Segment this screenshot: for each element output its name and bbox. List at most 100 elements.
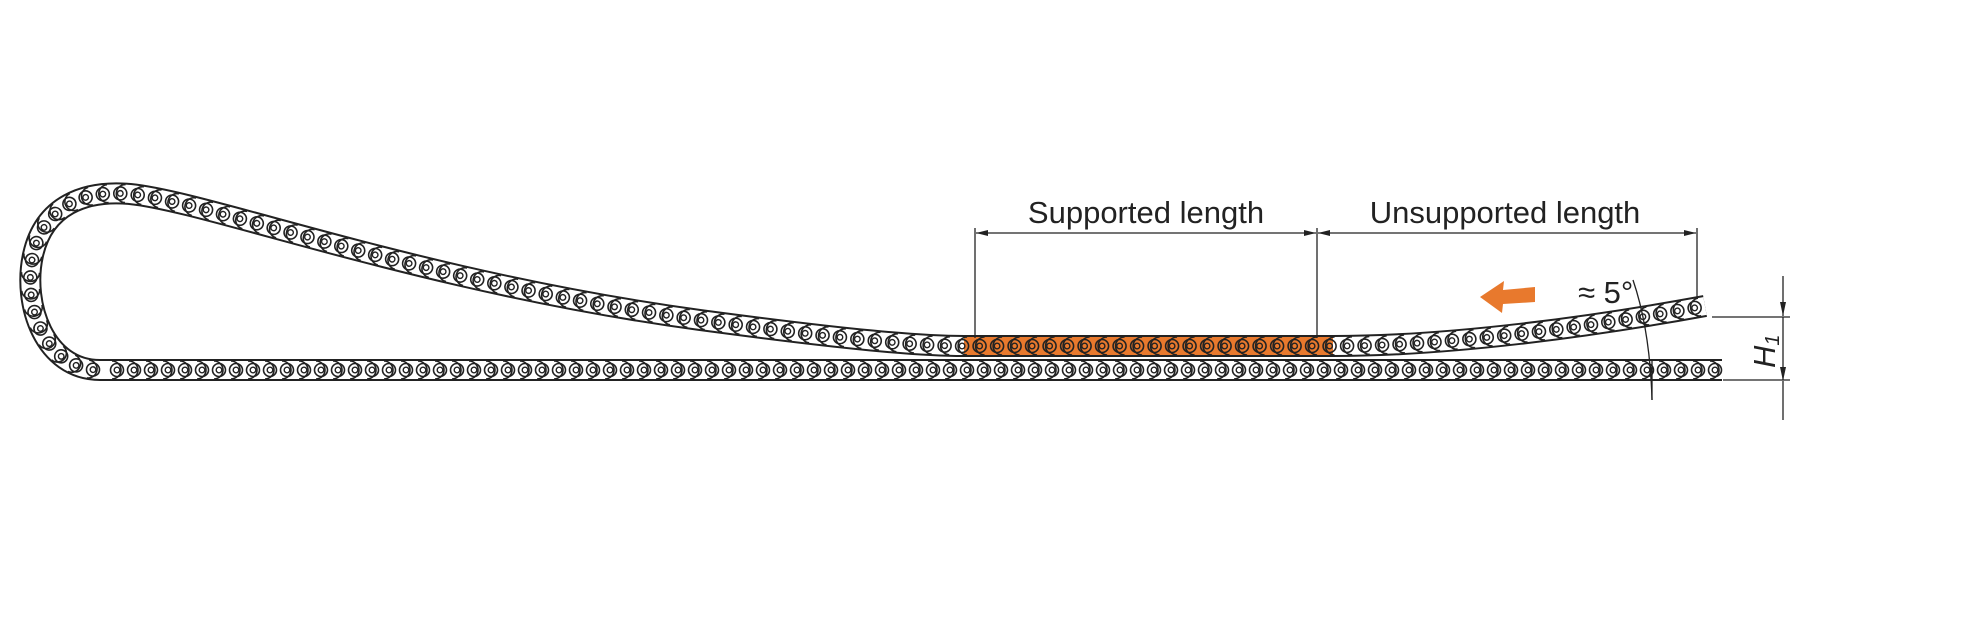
chain-link: [147, 189, 163, 209]
chain-link: [840, 360, 856, 380]
chain-link: [50, 345, 69, 364]
chain-link: [555, 288, 571, 308]
chain-link: [1287, 336, 1302, 356]
chain-link: [832, 328, 848, 348]
chain-link: [624, 300, 640, 321]
chain-link: [959, 360, 975, 380]
chain-link: [1182, 336, 1197, 356]
chain-link: [976, 360, 992, 380]
chain-link: [1452, 360, 1468, 380]
chain-link: [1214, 360, 1230, 380]
chain-link: [1652, 303, 1668, 323]
chain-link: [721, 360, 737, 380]
chain-link: [1304, 336, 1320, 356]
chain-link: [1316, 360, 1332, 380]
chain-link: [670, 360, 686, 380]
unsupported-length-label: Unsupported length: [1370, 195, 1641, 230]
chain-link: [1248, 360, 1264, 380]
chain-link: [636, 360, 652, 380]
chain-link: [28, 234, 48, 251]
chain-link: [693, 311, 709, 331]
chain-link: [687, 360, 703, 380]
chain-link: [1367, 360, 1383, 380]
chain-link: [1339, 336, 1355, 356]
chain-link: [1514, 323, 1529, 343]
chain-link: [1199, 336, 1215, 356]
chain-link: [313, 360, 329, 380]
chain-link: [942, 360, 958, 380]
chain-link: [1350, 360, 1366, 380]
chain-link: [1605, 360, 1621, 380]
chain-link: [1583, 314, 1599, 334]
chain-link: [937, 336, 952, 356]
chain-link: [300, 228, 315, 248]
chain-link: [1554, 360, 1570, 380]
chain-link: [198, 201, 214, 221]
angle-label: ≈ 5°: [1578, 275, 1633, 310]
chain-link: [1687, 297, 1702, 317]
chain-link: [1042, 336, 1057, 356]
chain-link: [891, 360, 907, 380]
chain-link: [619, 360, 635, 380]
chain-link: [1147, 336, 1162, 356]
chain-link: [1007, 336, 1022, 356]
chain-link: [432, 360, 448, 380]
chain-link: [1401, 360, 1417, 380]
chain-link: [330, 360, 346, 380]
chain-link: [1027, 360, 1043, 380]
chain-link: [367, 246, 383, 266]
length-dimensions: [974, 228, 1698, 338]
chain-link: [1588, 360, 1604, 380]
chain-link: [815, 326, 830, 346]
chain-link: [418, 258, 434, 279]
chain-link: [755, 360, 771, 380]
chain-link: [993, 360, 1009, 380]
chain-link: [1044, 360, 1060, 380]
chain-link: [1537, 360, 1553, 380]
chain-link: [1531, 321, 1547, 341]
chain-link: [538, 285, 554, 305]
chain-link: [112, 183, 128, 204]
height-dimension: [1712, 276, 1790, 420]
chain-link: [738, 360, 754, 380]
chain-link: [711, 313, 726, 333]
chain-link: [23, 304, 44, 320]
chain-link: [62, 192, 79, 212]
chain-link: [1217, 336, 1232, 356]
chain-link: [1374, 334, 1390, 355]
chain-link: [1520, 360, 1536, 380]
chain-link: [1571, 360, 1587, 380]
chain-link: [23, 252, 43, 268]
chain-link: [1418, 360, 1434, 380]
chain-link: [1496, 325, 1512, 345]
chain-link: [279, 360, 295, 380]
chain-link: [551, 360, 567, 380]
chain-link: [1252, 336, 1267, 356]
chain-link: [1061, 360, 1077, 380]
angle-arc: [1632, 279, 1653, 401]
chain-link: [29, 319, 49, 336]
chain-link: [20, 287, 41, 303]
chain-link: [1146, 360, 1162, 380]
chain-link: [1164, 336, 1180, 356]
chain-link: [1197, 360, 1213, 380]
chain-link: [919, 335, 935, 355]
chain-link: [401, 254, 417, 275]
chain-link: [589, 294, 605, 315]
chain-link: [641, 303, 657, 323]
chain-link: [1469, 360, 1485, 380]
chain-link: [1112, 336, 1127, 356]
chain-link: [1622, 360, 1638, 380]
chain-link: [78, 186, 93, 206]
chain-link: [1078, 360, 1094, 380]
chain-link: [1566, 316, 1581, 337]
chain-link: [1231, 360, 1247, 380]
chain-link: [1129, 336, 1145, 356]
chain-link: [780, 322, 796, 342]
chain-link: [1265, 360, 1281, 380]
chain-link: [1094, 336, 1110, 356]
chain-link: [517, 360, 533, 380]
chain-link: [483, 360, 499, 380]
chain-link: [908, 360, 924, 380]
chain-link: [364, 360, 380, 380]
